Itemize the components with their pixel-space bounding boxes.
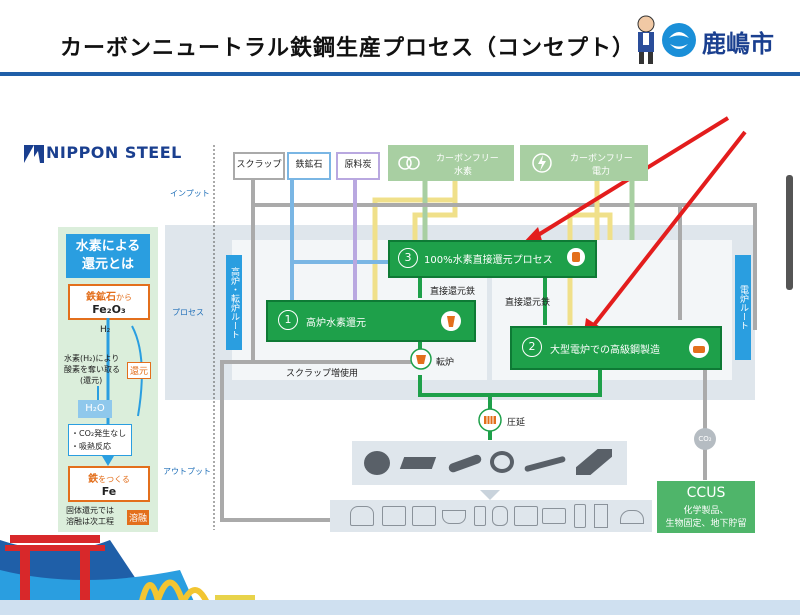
machine-icon	[382, 506, 406, 526]
steel-products-tray	[352, 441, 627, 485]
reduction-desc-2: 酸素を奪い取る	[64, 365, 120, 374]
nippon-steel-logo-icon	[24, 145, 44, 163]
ccus-box: CCUS 化学製品、 生物固定、地下貯留	[657, 481, 755, 533]
hydrogen-reduction-title-2: 還元とは	[81, 257, 134, 272]
iron-ore-formula: Fe₂O₃	[92, 303, 126, 316]
iron-formula: Fe	[101, 485, 117, 498]
process-3-number: 3	[398, 248, 418, 268]
building-icon	[574, 504, 586, 528]
lightning-icon	[532, 153, 552, 173]
co2-label: CO₂	[698, 435, 712, 443]
bar-icon	[523, 455, 567, 473]
reduction-tag: 還元	[127, 362, 152, 379]
iron-box: 鉄をつくる Fe	[68, 466, 150, 502]
process-2-label: 大型電炉での高級鋼製造	[550, 345, 660, 356]
solid-reduction-note-1: 固体還元では	[66, 506, 114, 515]
pipe-icon	[447, 453, 483, 474]
city-name: 鹿嶋市	[702, 30, 774, 58]
applications-tray	[330, 500, 652, 532]
power-label-1: カーボンフリー	[570, 154, 633, 164]
reduction-desc-3: (還元)	[80, 376, 103, 385]
beam-icon	[576, 449, 612, 475]
header-rule	[0, 72, 800, 76]
h2-label: H₂	[100, 325, 111, 335]
tank-icon	[492, 506, 508, 526]
bridge-icon	[620, 510, 644, 524]
reduction-furnace-icon	[567, 248, 585, 266]
ship-icon	[442, 510, 466, 524]
input-carbon-free-hydrogen: カーボンフリー 水素	[388, 145, 514, 181]
hydrogen-label-1: カーボンフリー	[436, 154, 499, 164]
ccus-line-2: 生物固定、地下貯留	[665, 519, 747, 529]
mascot-icon	[637, 15, 655, 64]
reduction-desc-1: 水素(H₂)により	[64, 354, 120, 363]
scrollbar-thumb[interactable]	[786, 175, 793, 290]
process-3-hydrogen-direct-reduction: 3 100%水素直接還元プロセス	[388, 240, 597, 278]
stage-output-label: アウトプット	[163, 467, 211, 476]
rolling-mill-icon	[478, 408, 502, 432]
scrap-increase-label: スクラップ増使用	[286, 369, 359, 379]
input-scrap: スクラップ	[233, 152, 285, 180]
stage-process-label: プロセス	[172, 308, 204, 317]
process-1-blast-furnace-hydrogen: 1 高炉水素還元	[266, 300, 476, 342]
rolling-label: 圧延	[507, 418, 526, 428]
water-box: H₂O	[78, 400, 112, 418]
tower-icon	[594, 504, 608, 528]
note-no-co2: ・CO₂発生なし	[71, 429, 127, 438]
city-emblem-icon	[662, 23, 696, 57]
solid-reduction-note-2: 溶融は次工程	[66, 517, 114, 526]
process-3-label: 100%水素直接還元プロセス	[424, 255, 553, 266]
ring-icon	[490, 451, 514, 473]
converter-icon	[410, 348, 432, 370]
electric-furnace-icon	[689, 338, 709, 358]
process-1-label: 高炉水素還元	[306, 318, 366, 329]
iron-ore-label: 鉄鉱石	[86, 292, 116, 303]
page-title: カーボンニュートラル鉄鋼生産プロセス（コンセプト）	[60, 35, 636, 61]
blast-furnace-route-bar: 高炉・転炉ルート	[226, 255, 242, 350]
iron-make: をつくる	[98, 475, 130, 484]
plate-icon	[399, 457, 437, 469]
hydrogen-reduction-title-1: 水素による	[75, 239, 141, 254]
stage-input-label: インプット	[170, 189, 210, 198]
kashima-illustration	[0, 535, 260, 615]
tool-icon	[412, 506, 436, 526]
hydrogen-reduction-title: 水素による 還元とは	[66, 234, 150, 278]
container-icon	[514, 506, 538, 526]
note-endothermic: ・吸熱反応	[71, 442, 111, 451]
input-iron-ore: 鉄鉱石	[287, 152, 331, 180]
blast-furnace-icon	[441, 311, 461, 331]
iron-ore-box: 鉄鉱石から Fe₂O₃	[68, 284, 150, 320]
excavator-icon	[542, 508, 566, 524]
ccus-title: CCUS	[686, 485, 726, 501]
electric-furnace-route-bar: 電炉ルート	[735, 255, 751, 360]
dri-label-right: 直接還元鉄	[505, 298, 551, 308]
can-icon	[474, 506, 486, 526]
dri-label-left: 直接還元鉄	[430, 287, 476, 297]
car-icon	[350, 506, 374, 526]
ccus-line-1: 化学製品、	[683, 506, 729, 516]
process-2-number: 2	[522, 337, 542, 357]
hydrogen-icon	[398, 156, 420, 170]
footer-band	[0, 600, 800, 615]
co2-badge: CO₂	[694, 428, 716, 450]
converter-label: 転炉	[436, 358, 455, 368]
process-2-electric-arc-furnace: 2 大型電炉での高級鋼製造	[510, 326, 722, 370]
nippon-steel-wordmark: NIPPON STEEL	[46, 143, 182, 162]
melting-tag: 溶融	[127, 510, 150, 525]
input-carbon-free-power: カーボンフリー 電力	[520, 145, 648, 181]
hydrogen-label-2: 水素	[454, 167, 473, 177]
power-label-2: 電力	[592, 167, 611, 177]
process-1-number: 1	[278, 310, 298, 330]
input-coal: 原料炭	[336, 152, 380, 180]
iron-ore-from: から	[116, 293, 132, 302]
slide-header: カーボンニュートラル鉄鋼生産プロセス（コンセプト） 鹿嶋市	[0, 0, 800, 78]
iron-label: 鉄	[88, 474, 99, 485]
reaction-notes: ・CO₂発生なし ・吸熱反応	[68, 424, 132, 456]
coil-icon	[364, 451, 390, 475]
